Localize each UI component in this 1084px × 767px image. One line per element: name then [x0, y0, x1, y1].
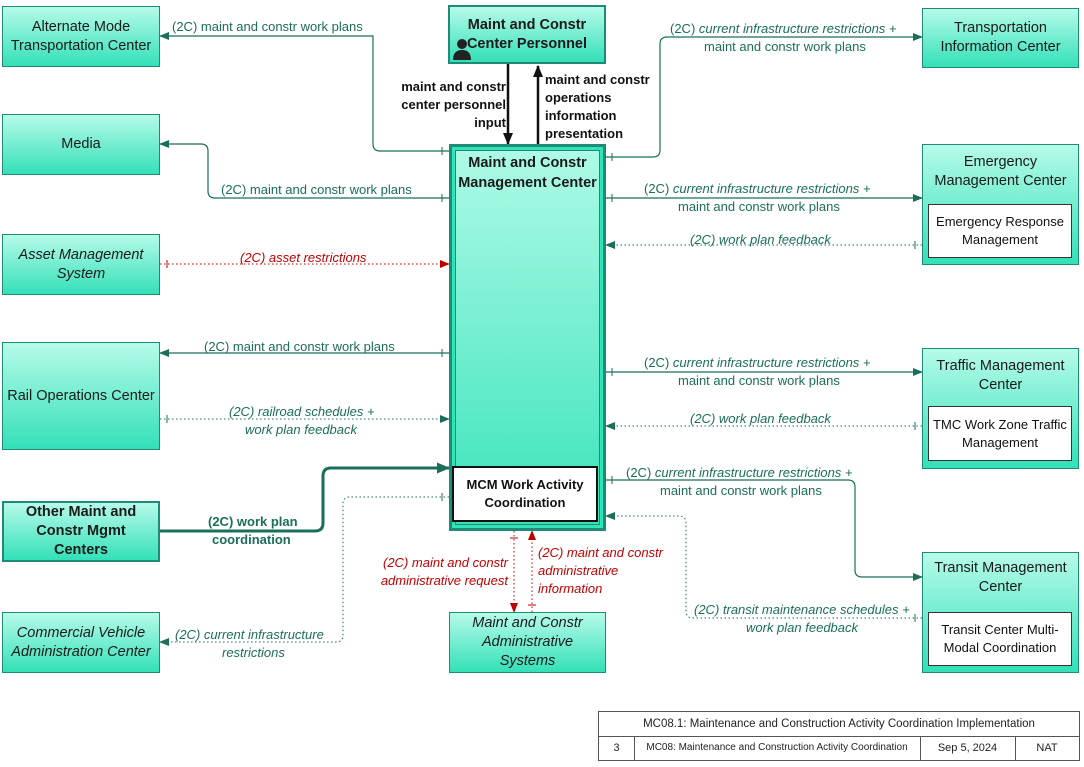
flow-label-transit-sched-2: work plan feedback [746, 620, 859, 635]
flow-label-tmc-feedback: (2C) work plan feedback [690, 411, 831, 426]
flow-label-rail-sched-1: (2C) railroad schedules + [229, 404, 375, 419]
tmc-label: Traffic Management Center [936, 358, 1065, 393]
flow-label-personnel-in: maint and constr center personnel input [401, 79, 506, 130]
media[interactable]: Media [2, 114, 160, 175]
flow-label-cvac-2: restrictions [222, 645, 285, 660]
flow-label-rail-plans: (2C) maint and constr work plans [204, 339, 395, 354]
flow-label-admin-request-1: (2C) maint and constr [383, 555, 508, 570]
flow-label-admin-info-1: (2C) maint and constr [538, 545, 663, 560]
flow-label-emc: (2C) current infrastructure restrictions… [644, 180, 871, 198]
footer-number: 3 [599, 736, 635, 760]
flow-label-tmc: (2C) current infrastructure restrictions… [644, 354, 871, 372]
diagram-title-block: MC08.1: Maintenance and Construction Act… [598, 711, 1080, 761]
emc-label: Emergency Management Center [934, 154, 1067, 189]
other-maint-constr-mgmt-centers[interactable]: Other Maint and Constr Mgmt Centers [2, 501, 160, 562]
flow-label-alt-mode: (2C) maint and constr work plans [172, 19, 363, 34]
flow-label-emc-line2: maint and constr work plans [678, 199, 840, 214]
asset-management-system[interactable]: Asset Management System [2, 234, 160, 295]
commercial-vehicle-administration-center[interactable]: Commercial Vehicle Administration Center [2, 612, 160, 673]
flow-label-personnel-out: maint and constr operations information … [545, 72, 650, 141]
flow-label-transit-prefix: (2C) [626, 465, 652, 480]
alternate-mode-transportation-center[interactable]: Alternate Mode Transportation Center [2, 6, 160, 67]
flow-label-media: (2C) maint and constr work plans [221, 182, 412, 197]
maint-constr-center-personnel[interactable]: Maint and Constr Center Personnel [448, 5, 606, 64]
flow-label-tic-prefix: (2C) [670, 21, 696, 36]
flow-label-tic-italic: current infrastructure restrictions + [698, 21, 897, 36]
flow-media [159, 140, 449, 199]
central-system-inner [455, 150, 600, 525]
flow-tic [606, 33, 923, 158]
maint-constr-administrative-systems[interactable]: Maint and Constr Administrative Systems [449, 612, 606, 673]
flow-label-rail-sched-2: work plan feedback [245, 422, 358, 437]
flow-label-transit: (2C) current infrastructure restrictions… [626, 464, 853, 482]
flow-label-other-mcm-1: (2C) work plan [208, 514, 298, 529]
flow-label-tic: (2C) current infrastructure restrictions… [670, 20, 897, 38]
flow-label-tmc-line2: maint and constr work plans [678, 373, 840, 388]
flow-label-admin-info-3: information [538, 581, 603, 596]
flow-label-transit-italic: current infrastructure restrictions + [654, 465, 853, 480]
emergency-response-management[interactable]: Emergency Response Management [928, 204, 1072, 258]
flow-label-asset: (2C) asset restrictions [240, 250, 367, 265]
footer-package: MC08: Maintenance and Construction Activ… [634, 736, 921, 760]
person-icon [453, 39, 471, 60]
central-system-title: Maint and Constr Management Center [458, 155, 597, 191]
flow-label-emc-italic: current infrastructure restrictions + [672, 181, 871, 196]
rail-operations-center[interactable]: Rail Operations Center [2, 342, 160, 450]
flow-label-emc-feedback: (2C) work plan feedback [690, 232, 831, 247]
personnel-label: Maint and Constr Center Personnel [466, 16, 588, 52]
flow-transit [606, 479, 923, 581]
flow-label-transit-line2: maint and constr work plans [660, 483, 822, 498]
footer-title: MC08.1: Maintenance and Construction Act… [599, 712, 1079, 737]
flow-transit-sched [605, 512, 922, 619]
flow-label-tic-line2: maint and constr work plans [704, 39, 866, 54]
flow-label-transit-sched-1: (2C) transit maintenance schedules + [694, 602, 910, 617]
flow-other-mcm [148, 462, 450, 537]
flow-alt-mode [159, 32, 449, 152]
transit-label: Transit Management Center [934, 560, 1067, 595]
footer-code: NAT [1036, 742, 1058, 754]
flow-label-cvac-1: (2C) current infrastructure [175, 627, 324, 642]
flow-label-emc-prefix: (2C) [644, 181, 670, 196]
tmc-work-zone-traffic-management[interactable]: TMC Work Zone Traffic Management [928, 406, 1072, 461]
flow-label-admin-info-2: administrative [538, 563, 619, 578]
mcm-work-activity-coordination[interactable]: MCM Work Activity Coordination [452, 466, 598, 522]
flow-label-tmc-prefix: (2C) [644, 355, 670, 370]
flow-label-other-mcm-2: coordination [212, 532, 291, 547]
transportation-information-center[interactable]: Transportation Information Center [922, 8, 1079, 68]
footer-date: Sep 5, 2024 [920, 736, 1016, 760]
flow-label-tmc-italic: current infrastructure restrictions + [672, 355, 871, 370]
transit-center-multi-modal-coordination[interactable]: Transit Center Multi-Modal Coordination [928, 612, 1072, 666]
flow-label-admin-request-2: administrative request [380, 573, 508, 588]
